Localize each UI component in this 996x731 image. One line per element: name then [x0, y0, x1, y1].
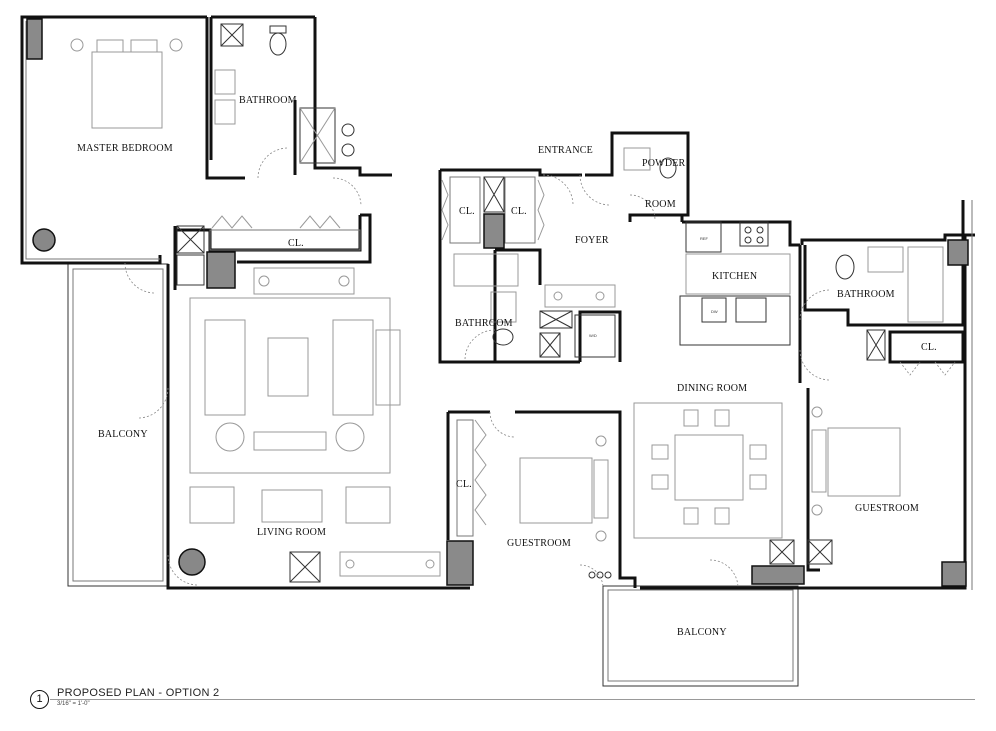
master-bath-fixtures: [214, 23, 355, 164]
right-bathroom-fixtures: [835, 239, 969, 361]
living-room-closet: [209, 215, 361, 251]
foyer-walls: [438, 131, 690, 364]
label-kitchen: KITCHEN: [712, 271, 757, 282]
label-balcony-left: BALCONY: [98, 429, 148, 440]
fixture-tags: REF DW W/D: [589, 236, 718, 338]
master-bed: [70, 38, 183, 129]
door-swings: [124, 147, 956, 589]
title-block: 1 PROPOSED PLAN - OPTION 2 3/16" = 1'-0": [30, 686, 980, 716]
plan-title: PROPOSED PLAN - OPTION 2: [57, 687, 220, 699]
balcony-left: [67, 263, 169, 587]
tag-refrigerator: REF: [700, 236, 709, 241]
kitchen-walls: [682, 220, 975, 383]
tag-dishwasher: DW: [711, 309, 718, 314]
living-round-column: [178, 548, 206, 576]
living-room-furniture: [189, 267, 401, 524]
plan-number-bubble: 1: [30, 690, 49, 709]
foyer-closets: [441, 176, 545, 249]
center-bathroom-fixtures: [453, 253, 616, 358]
label-foyer: FOYER: [575, 235, 609, 246]
label-master-bathroom: BATHROOM: [239, 95, 297, 106]
title-underline: [50, 699, 975, 700]
label-dining-room: DINING ROOM: [677, 383, 747, 394]
tag-washer-dryer: W/D: [589, 333, 597, 338]
label-entrance: ENTRANCE: [538, 145, 593, 156]
living-room-media: [289, 540, 474, 586]
balcony-bottom: [602, 585, 799, 687]
plan-scale: 3/16" = 1'-0": [57, 701, 90, 707]
label-closet-right: CL.: [921, 342, 937, 353]
master-bedroom-walls: [20, 15, 392, 265]
dining-table-group: [633, 402, 783, 539]
master-round-column: [32, 228, 56, 252]
label-closet-guestroom: CL.: [456, 479, 472, 490]
label-right-bathroom: BATHROOM: [837, 289, 895, 300]
label-closet-living: CL.: [288, 238, 304, 249]
guestroom-center-walls: [446, 410, 637, 590]
label-balcony-bottom: BALCONY: [677, 627, 727, 638]
right-wing-walls: [640, 200, 973, 590]
guestroom-center-furniture: [456, 419, 612, 579]
label-closet-foyer-left: CL.: [459, 206, 475, 217]
label-closet-foyer-right: CL.: [511, 206, 527, 217]
master-column: [26, 18, 43, 60]
powder-room-fixtures: [623, 147, 677, 179]
room-labels: MASTER BEDROOM BATHROOM ENTRANCE POWDER …: [77, 95, 937, 638]
label-powder-room-line2: ROOM: [645, 199, 676, 210]
right-guestroom-furniture: [751, 406, 967, 587]
label-guestroom-center: GUESTROOM: [507, 538, 571, 549]
label-guestroom-right: GUESTROOM: [855, 503, 919, 514]
kitchen-fixtures: [679, 221, 791, 346]
label-center-bathroom: BATHROOM: [455, 318, 513, 329]
label-powder-room-line1: POWDER: [642, 158, 686, 169]
label-living-room: LIVING ROOM: [257, 527, 326, 538]
label-master-bedroom: MASTER BEDROOM: [77, 143, 173, 154]
living-room-grey-blocks: [176, 225, 236, 289]
